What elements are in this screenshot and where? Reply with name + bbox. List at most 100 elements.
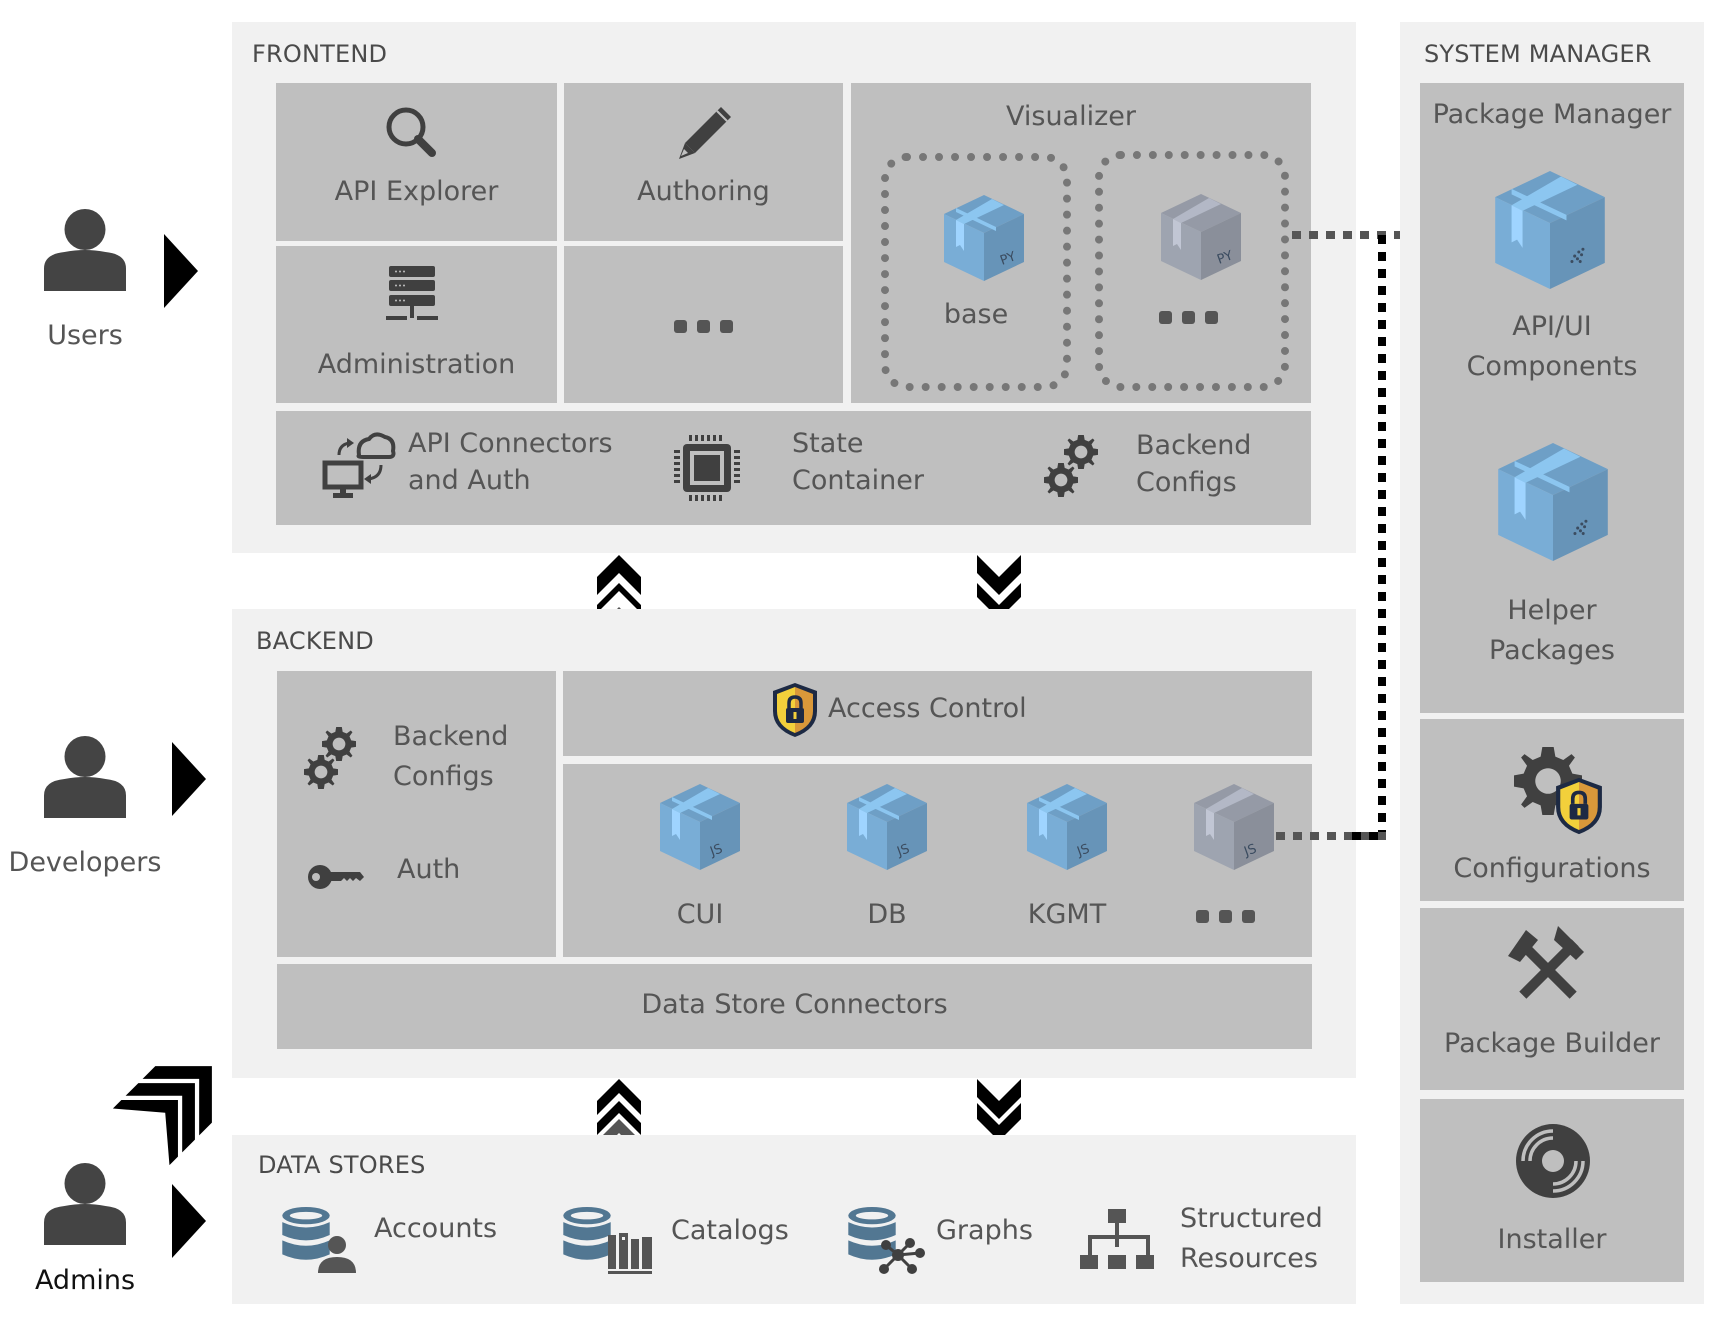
ellipsis-icon (669, 318, 738, 337)
package-py-icon: PY (944, 195, 1024, 281)
backend-packages-tile: JS CUI JS DB JS KGMT JS (563, 764, 1312, 957)
package-builder-tile[interactable]: Package Builder (1420, 908, 1684, 1090)
arrow-right-icon (172, 1184, 206, 1258)
auth-label[interactable]: Auth (397, 854, 461, 885)
services-row: API Connectors and Auth State Container … (276, 411, 1311, 525)
svg-text:JS: JS (894, 842, 911, 861)
visualizer-package-base[interactable]: PY base (881, 153, 1071, 391)
gears-icon (304, 727, 356, 789)
database-user-icon (282, 1207, 356, 1273)
tile-administration[interactable]: Administration (276, 246, 557, 403)
package-manager-item-label: API/UI Components (1466, 311, 1638, 382)
database-books-icon (563, 1207, 652, 1274)
actor-admins: Admins (0, 1040, 232, 1320)
package-icon (1495, 171, 1605, 289)
system-manager-panel: SYSTEM MANAGER Package Manager API/UI Co… (1400, 22, 1704, 1304)
svg-text:PY: PY (998, 249, 1018, 268)
actor-label: Users (47, 320, 123, 351)
ellipsis-icon (1191, 908, 1260, 927)
svg-text:JS: JS (1074, 842, 1091, 861)
data-store-connectors-label: Data Store Connectors (641, 989, 948, 1020)
tile-label: Authoring (637, 176, 770, 207)
section-title: BACKEND (256, 627, 374, 655)
package-py-icon: PY (1161, 194, 1241, 280)
package-manager-item-label: Helper Packages (1489, 595, 1615, 666)
tile-authoring[interactable]: Authoring (564, 83, 843, 241)
installer-label: Installer (1497, 1224, 1607, 1255)
hammers-icon (1508, 926, 1584, 999)
visualizer-title: Visualizer (1006, 101, 1136, 132)
chip-icon (674, 435, 740, 501)
pencil-icon (679, 107, 731, 159)
server-icon (386, 266, 438, 320)
data-store-label: Catalogs (671, 1215, 789, 1246)
actor-label: Admins (34, 1265, 136, 1296)
data-store-label: Structured Resources (1180, 1203, 1323, 1274)
svg-text:JS: JS (707, 842, 724, 861)
package-js-icon: JS (1027, 784, 1107, 870)
visualizer-package-more[interactable]: PY (1095, 151, 1289, 391)
search-icon (386, 107, 436, 157)
package-label: CUI (676, 899, 724, 930)
access-control-label: Access Control (828, 693, 1027, 724)
data-store-graphs[interactable]: Graphs (848, 1207, 1068, 1277)
helper-packages[interactable]: Helper Packages (1420, 443, 1684, 673)
actor-users: Users (0, 200, 230, 360)
backend-panel: BACKEND Backend Configs Auth Access Cont… (232, 609, 1356, 1078)
svg-text:PY: PY (1215, 248, 1235, 267)
tile-api-explorer[interactable]: API Explorer (276, 83, 557, 241)
arrow-right-icon (172, 742, 206, 816)
package-label: base (943, 299, 1009, 330)
data-store-connectors-tile[interactable]: Data Store Connectors (277, 964, 1312, 1049)
data-store-catalogs[interactable]: Catalogs (563, 1207, 803, 1277)
installer-tile[interactable]: Installer (1420, 1099, 1684, 1282)
svg-text:JS: JS (1241, 842, 1258, 861)
cloud-sync-icon (322, 432, 396, 498)
tile-label: API Explorer (334, 176, 499, 207)
ellipsis-icon (1154, 309, 1223, 328)
user-icon (44, 735, 126, 819)
data-store-accounts[interactable]: Accounts (282, 1207, 512, 1277)
shield-lock-icon (771, 681, 819, 739)
database-graph-icon (848, 1207, 925, 1274)
package-js-icon: JS (660, 784, 740, 870)
actor-developers: Developers (0, 730, 230, 890)
key-icon (308, 865, 364, 889)
shield-lock-icon (1554, 775, 1604, 837)
frontend-panel: FRONTEND API Explorer Authoring (232, 22, 1356, 553)
package-label: DB (867, 899, 907, 930)
api-ui-components[interactable]: API/UI Components (1420, 171, 1684, 391)
diagonal-chevrons-icon (112, 1066, 212, 1166)
package-js-icon: JS (847, 784, 927, 870)
tile-visualizer[interactable]: Visualizer PY base PY (851, 83, 1311, 403)
user-icon (44, 208, 126, 292)
service-label: State Container (792, 428, 924, 496)
service-label: API Connectors and Auth (408, 428, 613, 496)
data-store-structured-resources[interactable]: Structured Resources (1080, 1203, 1350, 1283)
backend-config-auth-tile: Backend Configs Auth (277, 671, 556, 957)
configurations-label: Configurations (1453, 853, 1651, 884)
package-builder-label: Package Builder (1444, 1028, 1660, 1059)
package-icon (1498, 443, 1608, 561)
access-control-tile[interactable]: Access Control (563, 671, 1312, 756)
gears-icon (1044, 435, 1098, 497)
package-js-icon: JS (1194, 784, 1274, 870)
hierarchy-icon (1080, 1209, 1154, 1269)
package-manager-tile[interactable]: Package Manager API/UI Components Helper… (1420, 83, 1684, 713)
package-manager-title: Package Manager (1432, 99, 1672, 130)
backend-configs-label[interactable]: Backend Configs (393, 721, 509, 792)
tile-label: Administration (317, 349, 516, 380)
data-store-label: Accounts (374, 1213, 498, 1244)
section-title: FRONTEND (252, 40, 388, 68)
user-icon (44, 1162, 126, 1246)
package-label: KGMT (1027, 899, 1107, 930)
configurations-tile[interactable]: Configurations (1420, 719, 1684, 901)
service-label: Backend Configs (1136, 430, 1252, 498)
actor-label: Developers (8, 847, 162, 878)
section-title: DATA STORES (258, 1151, 426, 1179)
tile-more[interactable] (564, 246, 843, 403)
section-title: SYSTEM MANAGER (1424, 40, 1652, 68)
disc-icon (1516, 1124, 1590, 1198)
data-stores-panel: DATA STORES Accounts Catalogs Graphs (232, 1135, 1356, 1304)
arrow-right-icon (164, 234, 198, 308)
